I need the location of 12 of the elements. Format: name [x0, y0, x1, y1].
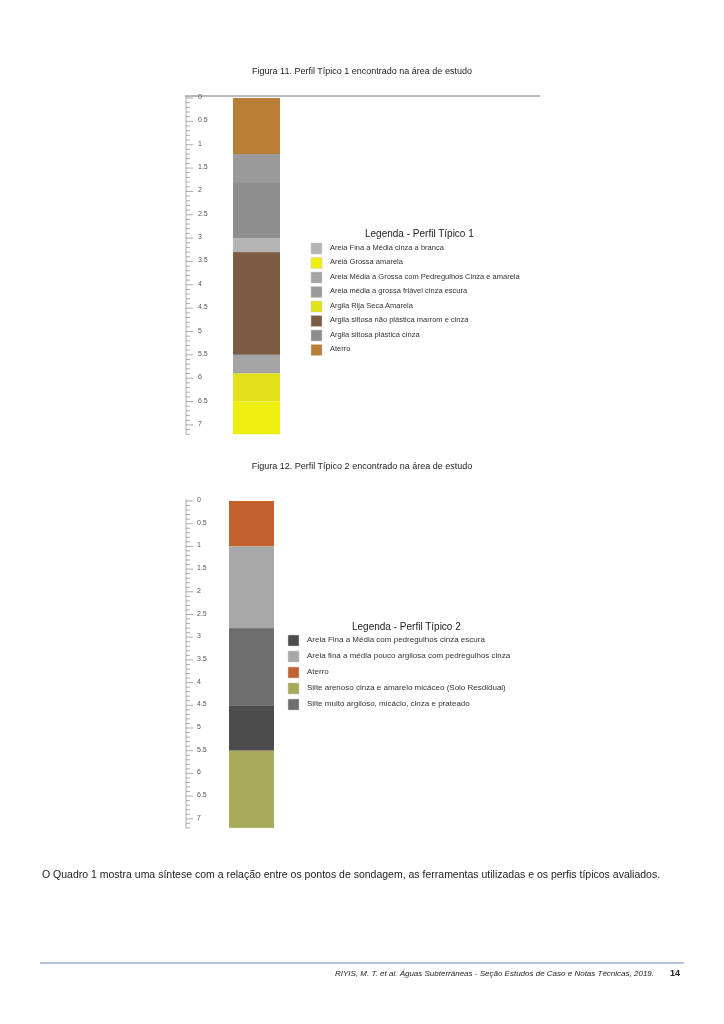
legend-text: Aterro [307, 666, 329, 676]
figure-caption: Figura 11. Perfil Típico 1 encontrado na área de estudo [251, 66, 473, 76]
legend-text: Areia Fina a Média com pedregulhos cinza escura [307, 634, 485, 644]
legend-text: Areia fina a média pouco argilosa com pedregulhos cinza [307, 650, 511, 660]
page-number: 14 [670, 968, 680, 978]
body-paragraph: O Quadro 1 mostra uma síntese com a relação entre os pontos de sondagem, as ferramentas utilizadas e os perfis típicos avaliados. [42, 868, 661, 880]
figure-caption: Figura 12. Perfil Típico 2 encontrado na área de estudo [250, 461, 474, 471]
legend-text: Silte arenoso cinza e amarelo micáceo (Solo Resdidual) [307, 682, 506, 692]
legend-title: Legenda - Perfil Típico 1 [365, 228, 474, 239]
legend-text: Silte muito argiloso, micácio, cinza e prateado [307, 698, 470, 708]
legend-title: Legenda - Perfil Típico 2 [352, 621, 461, 632]
footer-citation: RIYIS, M. T. et al. Águas Subterrâneas - Seção Estudos de Caso e Notas Técnicas, 2019. [335, 969, 654, 978]
